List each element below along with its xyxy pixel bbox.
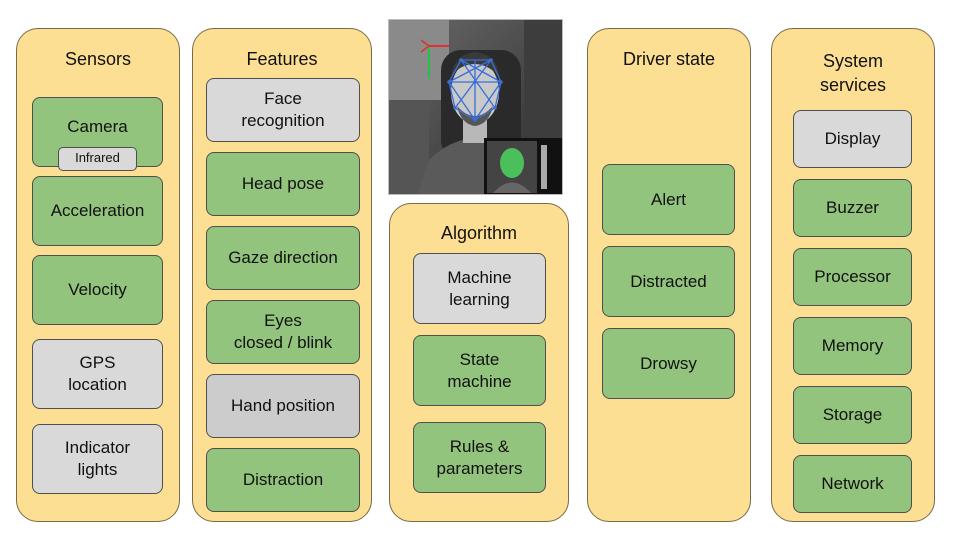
infrared-badge: Infrared xyxy=(58,147,137,171)
system-services-title: System services xyxy=(819,51,886,95)
features-title: Features xyxy=(246,49,318,69)
algorithm-rules-box: Rules & parameters xyxy=(413,422,546,493)
feature-gaze-direction-box: Gaze direction xyxy=(206,226,360,290)
feature-eyes-closed-box: Eyes closed / blink xyxy=(206,300,360,364)
service-buzzer-box: Buzzer xyxy=(793,179,912,237)
sensors-title: Sensors xyxy=(64,49,132,69)
sensor-indicator-lights-box: Indicator lights xyxy=(32,424,163,494)
service-storage-box: Storage xyxy=(793,386,912,444)
service-processor-box: Processor xyxy=(793,248,912,306)
driver-state-title: Driver state xyxy=(622,49,716,69)
sensor-velocity-box: Velocity xyxy=(32,255,163,325)
service-display-box: Display xyxy=(793,110,912,168)
algorithm-title: Algorithm xyxy=(440,223,518,243)
algorithm-machine-learning-box: Machine learning xyxy=(413,253,546,324)
service-network-box: Network xyxy=(793,455,912,513)
feature-hand-position-box: Hand position xyxy=(206,374,360,438)
driver-camera-image xyxy=(388,19,563,195)
state-alert-box: Alert xyxy=(602,164,735,235)
feature-head-pose-box: Head pose xyxy=(206,152,360,216)
sensor-gps-box: GPS location xyxy=(32,339,163,409)
feature-distraction-box: Distraction xyxy=(206,448,360,512)
state-drowsy-box: Drowsy xyxy=(602,328,735,399)
feature-face-recognition-box: Face recognition xyxy=(206,78,360,142)
sensor-acceleration-box: Acceleration xyxy=(32,176,163,246)
state-distracted-box: Distracted xyxy=(602,246,735,317)
algorithm-state-machine-box: State machine xyxy=(413,335,546,406)
service-memory-box: Memory xyxy=(793,317,912,375)
